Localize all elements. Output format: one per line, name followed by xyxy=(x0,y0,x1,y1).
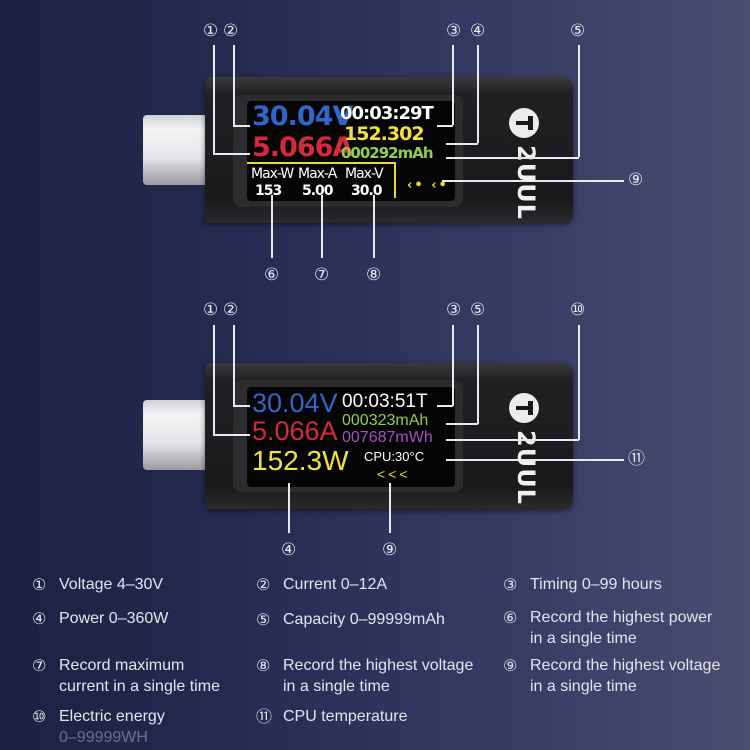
leader-line xyxy=(233,325,235,406)
callout-1: ① xyxy=(203,300,219,320)
leader-line xyxy=(321,195,323,258)
energy-reading: 007687mWh xyxy=(342,429,433,446)
callout-1: ① xyxy=(203,21,219,41)
callout-2: ② xyxy=(223,21,239,41)
leader-line xyxy=(213,153,250,155)
callout-5: ⑤ xyxy=(570,21,586,41)
max-a-label: Max-A xyxy=(298,166,337,182)
capacity-reading: 000292mAh xyxy=(341,144,434,162)
power-reading: 152.3W xyxy=(252,445,349,476)
leader-line xyxy=(288,483,290,533)
max-v-label: Max-V xyxy=(345,166,384,182)
leader-line xyxy=(233,45,235,125)
leader-line xyxy=(578,325,580,440)
divider-line xyxy=(247,162,395,164)
voltage-reading: 30.04V xyxy=(252,101,353,132)
current-reading: 5.066A xyxy=(252,416,338,446)
leader-line xyxy=(373,195,375,258)
max-w-value: 153 xyxy=(255,183,282,199)
callout-9: ⑨ xyxy=(382,540,398,560)
timer-reading: 00:03:29T xyxy=(340,103,434,124)
callout-10: ⑩ xyxy=(570,300,586,320)
callout-11: ⑪ xyxy=(628,449,645,469)
lcd-screen-top: 30.04V 5.066A 00:03:29T 152.302 000292mA… xyxy=(247,101,455,201)
callout-3: ③ xyxy=(446,300,462,320)
leader-line xyxy=(213,45,215,153)
leader-line xyxy=(452,325,454,406)
capacity-reading: 000323mAh xyxy=(342,412,429,429)
screw-logo-icon xyxy=(509,393,539,423)
cpu-temp-reading: CPU:30°C xyxy=(364,449,425,464)
usb-c-plug-bottom xyxy=(143,400,213,470)
leader-line xyxy=(446,157,579,159)
leader-line xyxy=(233,405,250,407)
callout-2: ② xyxy=(223,300,239,320)
callout-5: ⑤ xyxy=(470,300,486,320)
leader-line xyxy=(213,325,215,435)
callout-8: ⑧ xyxy=(366,265,382,285)
leader-line xyxy=(446,459,624,461)
max-v-value: 30.0 xyxy=(351,183,383,199)
callout-7: ⑦ xyxy=(314,265,330,285)
max-a-value: 5.00 xyxy=(302,183,334,199)
divider-line-vertical xyxy=(394,162,396,198)
power-reading: 152.302 xyxy=(344,123,425,145)
leader-line xyxy=(233,125,250,127)
callout-9: ⑨ xyxy=(628,170,644,190)
leader-line xyxy=(213,434,250,436)
leader-line xyxy=(437,405,453,407)
lcd-screen-bottom: 30.04V 5.066A 152.3W 00:03:51T 000323mAh… xyxy=(247,387,455,487)
leader-line xyxy=(389,483,391,533)
screw-logo-icon xyxy=(509,108,539,138)
leader-line xyxy=(446,423,478,425)
leader-line xyxy=(477,45,479,143)
leader-line xyxy=(442,180,624,182)
leader-line xyxy=(578,45,580,157)
direction-arrows-icon: ‹• ‹• xyxy=(407,178,449,193)
callout-3: ③ xyxy=(446,21,462,41)
callout-6: ⑥ xyxy=(264,265,280,285)
leader-line xyxy=(452,45,454,125)
max-w-label: Max-W xyxy=(251,166,294,182)
brand-label: 2UUL xyxy=(512,430,540,505)
leader-line xyxy=(446,143,478,145)
leader-line xyxy=(437,125,453,127)
current-reading: 5.066A xyxy=(252,132,353,163)
timer-reading: 00:03:51T xyxy=(342,391,428,412)
leader-line xyxy=(477,325,479,424)
leader-line xyxy=(271,195,273,258)
callout-4: ④ xyxy=(281,540,297,560)
voltage-reading: 30.04V xyxy=(252,388,338,418)
usb-c-plug-top xyxy=(143,115,213,185)
direction-arrows-icon: <<< xyxy=(377,466,411,482)
callout-4: ④ xyxy=(470,21,486,41)
leader-line xyxy=(446,439,579,441)
